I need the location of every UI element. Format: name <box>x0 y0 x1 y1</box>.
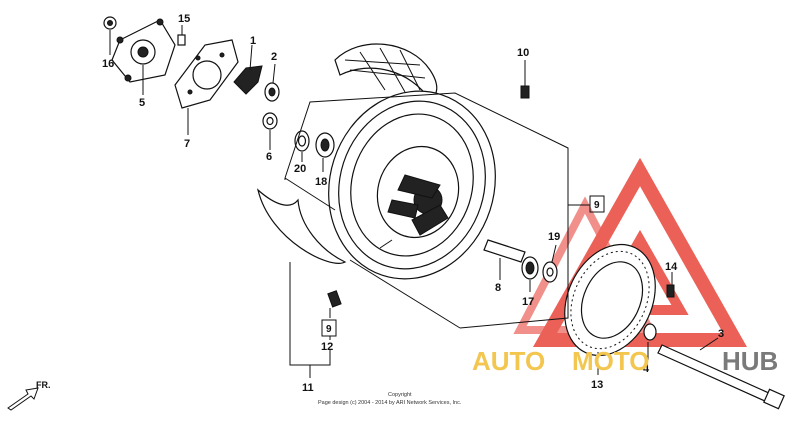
callout-4: 4 <box>643 363 650 375</box>
flange-nut[interactable] <box>103 16 117 30</box>
callout-14: 14 <box>665 261 678 273</box>
callout-6: 6 <box>266 151 272 163</box>
callout-9-bottom: 9 <box>326 324 332 335</box>
watermark-text: AUTO MOTO HUB <box>472 346 778 376</box>
callout-15: 15 <box>178 13 190 25</box>
callout-9-box-bottom <box>321 319 337 337</box>
callout-1: 1 <box>250 35 256 47</box>
balance-weight[interactable] <box>520 85 530 99</box>
callout-16: 16 <box>102 58 114 70</box>
right-bearing[interactable] <box>521 256 539 280</box>
watermark-part-2: MOTO <box>572 346 650 376</box>
callout-5: 5 <box>139 97 145 109</box>
callout-9-top: 9 <box>594 200 600 211</box>
callout-20: 20 <box>294 163 306 175</box>
callout-2: 2 <box>271 51 277 63</box>
front-arrow-icon <box>7 387 39 411</box>
callout-11: 11 <box>302 382 314 394</box>
callout-19: 19 <box>548 231 560 243</box>
callout-3: 3 <box>718 328 724 340</box>
wheel-damper[interactable] <box>233 65 263 95</box>
flange-stud[interactable] <box>177 34 186 46</box>
leader-lines <box>109 25 719 378</box>
sprocket-plate[interactable] <box>174 39 239 109</box>
oil-seal-washer[interactable] <box>262 112 278 130</box>
callout-13: 13 <box>591 379 603 391</box>
axle-collar[interactable] <box>643 323 657 341</box>
copyright-line-2: Page design (c) 2004 - 2014 by ARI Netwo… <box>318 400 462 406</box>
distance-collar[interactable] <box>483 239 526 263</box>
callout-17: 17 <box>522 296 534 308</box>
callout-7: 7 <box>184 138 190 150</box>
rear-brake-disk[interactable] <box>547 230 672 371</box>
tire-valve[interactable] <box>327 290 342 308</box>
rear-axle[interactable] <box>657 344 785 410</box>
watermark-part-3: HUB <box>722 346 778 376</box>
callout-9-box-top <box>589 195 605 213</box>
flange-collar[interactable] <box>264 82 280 102</box>
copyright-line-1: Copyright <box>388 392 412 398</box>
callout-8: 8 <box>495 282 501 294</box>
callout-12: 12 <box>321 341 333 353</box>
watermark-part-1: AUTO <box>472 346 545 376</box>
right-dust-seal[interactable] <box>542 261 558 283</box>
front-direction-indicator: FR. <box>7 380 51 411</box>
callout-10: 10 <box>517 47 529 59</box>
callout-18: 18 <box>315 176 327 188</box>
left-bearing[interactable] <box>315 132 335 158</box>
final-driven-flange[interactable] <box>111 18 176 83</box>
rim-band[interactable] <box>256 188 347 264</box>
front-label: FR. <box>36 380 51 390</box>
disk-bolt[interactable] <box>666 284 675 298</box>
rear-wheel-rim[interactable] <box>305 69 520 300</box>
rear-tire[interactable] <box>334 43 438 101</box>
